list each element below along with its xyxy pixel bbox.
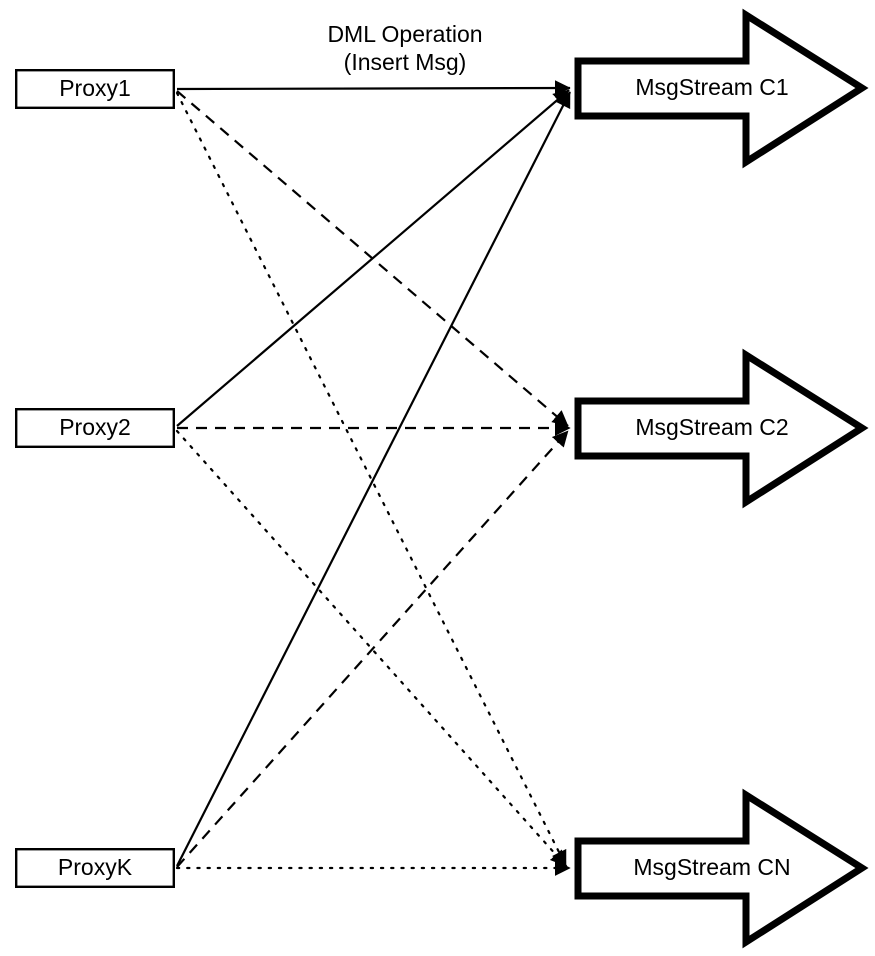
edge-proxy1-to-stream-c1 <box>176 80 571 96</box>
edge-label-dml-operation: DML Operation (Insert Msg) <box>327 21 482 75</box>
edge-group-proxyk <box>175 91 572 876</box>
node-proxy1[interactable]: Proxy1 <box>15 68 176 109</box>
proxy2-box[interactable] <box>15 408 176 449</box>
edge-label-line-1: DML Operation <box>327 21 482 47</box>
msgstream-cn-label: MsgStream CN <box>633 854 790 880</box>
msgstream-c2-arrow-shape[interactable] <box>574 348 869 509</box>
msgstream-c2-label: MsgStream C2 <box>635 414 788 440</box>
msgstream-cn-arrow-shape[interactable] <box>574 788 869 949</box>
node-proxy2[interactable]: Proxy2 <box>15 408 176 449</box>
proxy1-label: Proxy1 <box>59 75 131 101</box>
edge-group-proxy2 <box>175 89 571 868</box>
node-msgstream-c2[interactable]: MsgStream C2 <box>574 348 869 509</box>
node-msgstream-cn[interactable]: MsgStream CN <box>574 788 869 949</box>
msgstream-c1-arrow-shape[interactable] <box>574 8 869 169</box>
edge-proxyk-to-stream-c1 <box>176 91 571 867</box>
edge-proxy2-to-stream-c1 <box>176 89 570 427</box>
msgstream-c1-label: MsgStream C1 <box>635 74 788 100</box>
node-msgstream-c1[interactable]: MsgStream C1 <box>574 8 869 169</box>
node-proxyk[interactable]: ProxyK <box>15 848 176 889</box>
proxyk-box[interactable] <box>15 848 176 889</box>
edge-proxyk-to-stream-c2 <box>176 430 569 868</box>
edge-label-line-2: (Insert Msg) <box>344 49 467 75</box>
edge-proxy1-to-stream-cn <box>175 91 568 868</box>
proxy1-box[interactable] <box>15 68 176 109</box>
proxyk-label: ProxyK <box>58 854 133 880</box>
proxy2-label: Proxy2 <box>59 414 131 440</box>
